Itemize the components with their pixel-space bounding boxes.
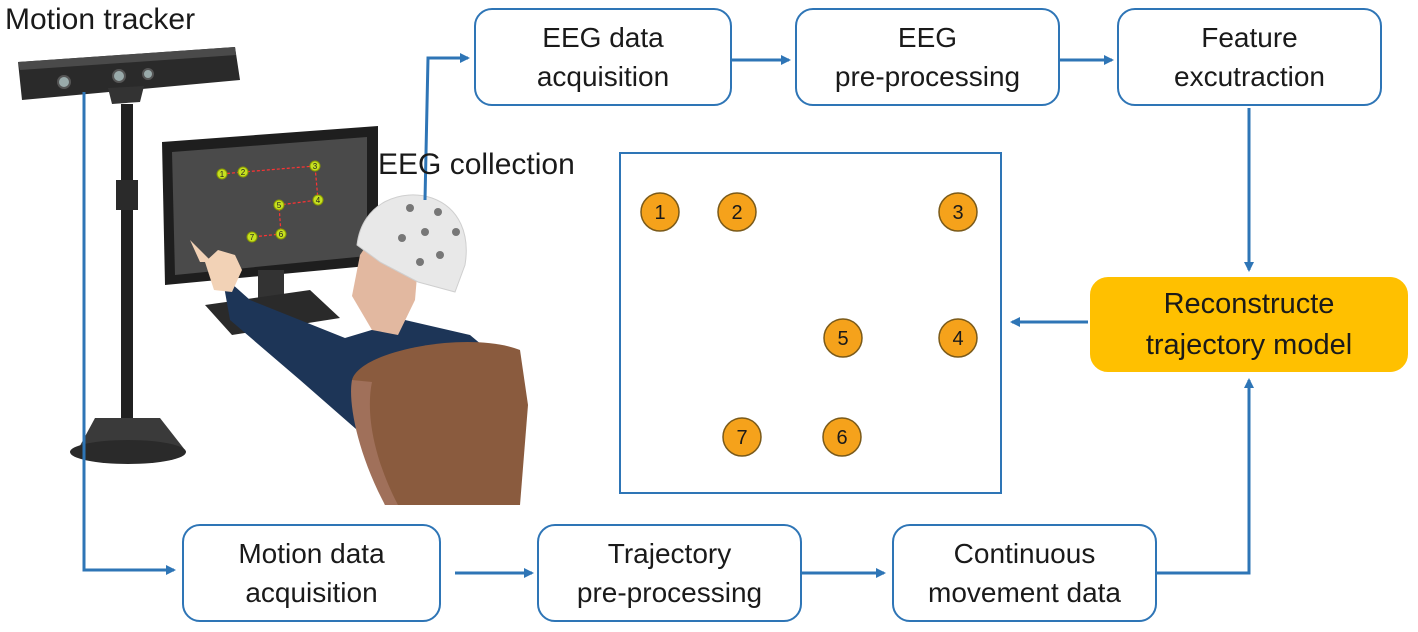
trajectory-panel [619, 152, 1002, 494]
trajectory-preprocessing-box: Trajectory pre-processing [537, 524, 802, 622]
box-line: acquisition [245, 577, 378, 608]
monitor-illustration [162, 126, 378, 335]
box-line: excutraction [1174, 61, 1325, 92]
box-line: EEG [897, 22, 958, 53]
box-line: Reconstructe [1163, 287, 1335, 320]
box-line: pre-processing [834, 61, 1021, 92]
box-line: trajectory model [1145, 328, 1353, 361]
eeg-collection-label: EEG collection [378, 148, 575, 181]
box-line: Feature [1201, 22, 1298, 53]
motion-tracker-label: Motion tracker [5, 3, 196, 36]
box-line: Motion data [238, 538, 385, 569]
person-illustration [190, 194, 528, 505]
box-line: Continuous [953, 538, 1096, 569]
eeg-preprocessing-box: EEG pre-processing [795, 8, 1060, 106]
feature-extraction-box: Feature excutraction [1117, 8, 1382, 106]
motion-data-acquisition-box: Motion data acquisition [182, 524, 441, 622]
reconstruct-trajectory-model-box: Reconstructe trajectory model [1090, 277, 1408, 372]
box-line: Trajectory [607, 538, 732, 569]
box-line: pre-processing [576, 577, 763, 608]
box-line: acquisition [536, 61, 670, 92]
eeg-data-acquisition-box: EEG data acquisition [474, 8, 732, 106]
flow-arrows [82, 53, 1254, 578]
box-line: EEG data [542, 22, 664, 53]
box-line: movement data [928, 577, 1121, 608]
motion-tracker-illustration [18, 47, 240, 464]
continuous-movement-data-box: Continuous movement data [892, 524, 1157, 622]
